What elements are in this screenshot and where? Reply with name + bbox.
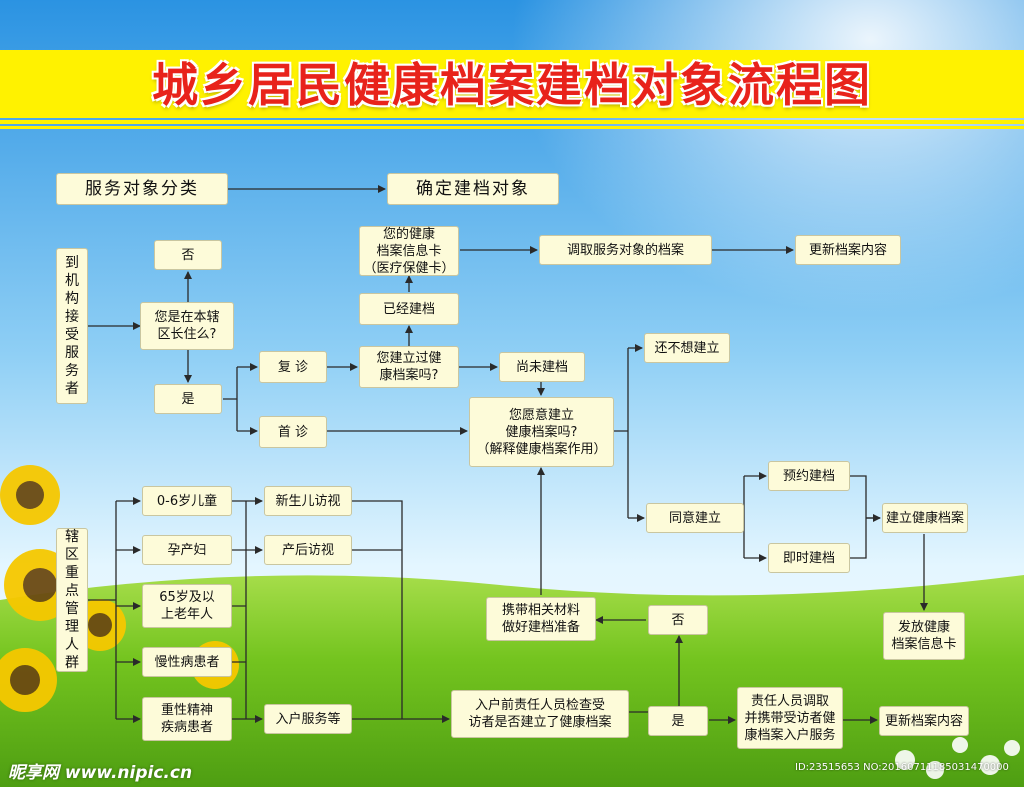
key-groups-node: 辖 区 重 点 管 理 人 群 — [56, 528, 88, 672]
no-node-bottom: 否 — [648, 605, 708, 635]
line-right-bus — [232, 501, 247, 719]
willing-question-node: 您愿意建立 健康档案吗? （解释健康档案作用） — [469, 397, 614, 467]
image-id-text: ID:23515653 NO:20160711185031470000 — [795, 762, 1009, 773]
revisit-node: 复 诊 — [259, 351, 327, 383]
postpartum-node: 产后访视 — [264, 535, 352, 565]
establish-node: 建立健康档案 — [882, 503, 968, 533]
card-node: 您的健康 档案信息卡 （医疗保健卡） — [359, 226, 459, 276]
elderly-node: 65岁及以 上老年人 — [142, 584, 232, 628]
daisies — [895, 737, 1020, 779]
not-want-node: 还不想建立 — [644, 333, 730, 363]
prepare-node: 携带相关材料 做好建档准备 — [486, 597, 596, 641]
yes-node-left: 是 — [154, 384, 222, 414]
line-merge — [850, 475, 880, 559]
immediate-node: 即时建档 — [768, 543, 850, 573]
line-groups-bus — [88, 501, 117, 719]
already-node: 已经建档 — [359, 293, 459, 325]
classify-node: 服务对象分类 — [56, 173, 228, 205]
walkin-node: 到 机 构 接 受 服 务 者 — [56, 248, 88, 404]
title-underline-thin — [0, 126, 1024, 129]
determine-node: 确定建档对象 — [387, 173, 559, 205]
home-service-node: 入户服务等 — [264, 704, 352, 734]
no-node-top: 否 — [154, 240, 222, 270]
watermark-text: 昵享网 www.nipic.cn — [8, 763, 193, 783]
chronic-node: 慢性病患者 — [142, 647, 232, 677]
line-yes-split — [223, 367, 238, 431]
page-title: 城乡居民健康档案建档对象流程图 — [152, 58, 872, 112]
title-band — [0, 50, 1024, 118]
update-node-bottom: 更新档案内容 — [879, 706, 969, 736]
pregnant-node: 孕产妇 — [142, 535, 232, 565]
first-visit-node: 首 诊 — [259, 416, 327, 448]
retrieve-node: 调取服务对象的档案 — [539, 235, 712, 265]
newborn-node: 新生儿访视 — [264, 486, 352, 516]
line-newborn-bus — [352, 500, 403, 719]
check-before-node: 入户前责任人员检查受 访者是否建立了健康档案 — [451, 690, 629, 738]
children-node: 0-6岁儿童 — [142, 486, 232, 516]
resident-question-node: 您是在本辖 区长住么? — [140, 302, 234, 350]
title-underline — [0, 120, 1024, 124]
update-node-top: 更新档案内容 — [795, 235, 901, 265]
built-question-node: 您建立过健 康档案吗? — [359, 346, 459, 388]
appoint-node: 预约建档 — [768, 461, 850, 491]
retrieve-home-node: 责任人员调取 并携带受访者健 康档案入户服务 — [737, 687, 843, 749]
agree-node: 同意建立 — [646, 503, 744, 533]
mental-node: 重性精神 疾病患者 — [142, 697, 232, 741]
yes-node-bottom: 是 — [648, 706, 708, 736]
line-willing-split — [614, 348, 629, 518]
issue-card-node: 发放健康 档案信息卡 — [883, 612, 965, 660]
not-yet-node: 尚未建档 — [499, 352, 585, 382]
